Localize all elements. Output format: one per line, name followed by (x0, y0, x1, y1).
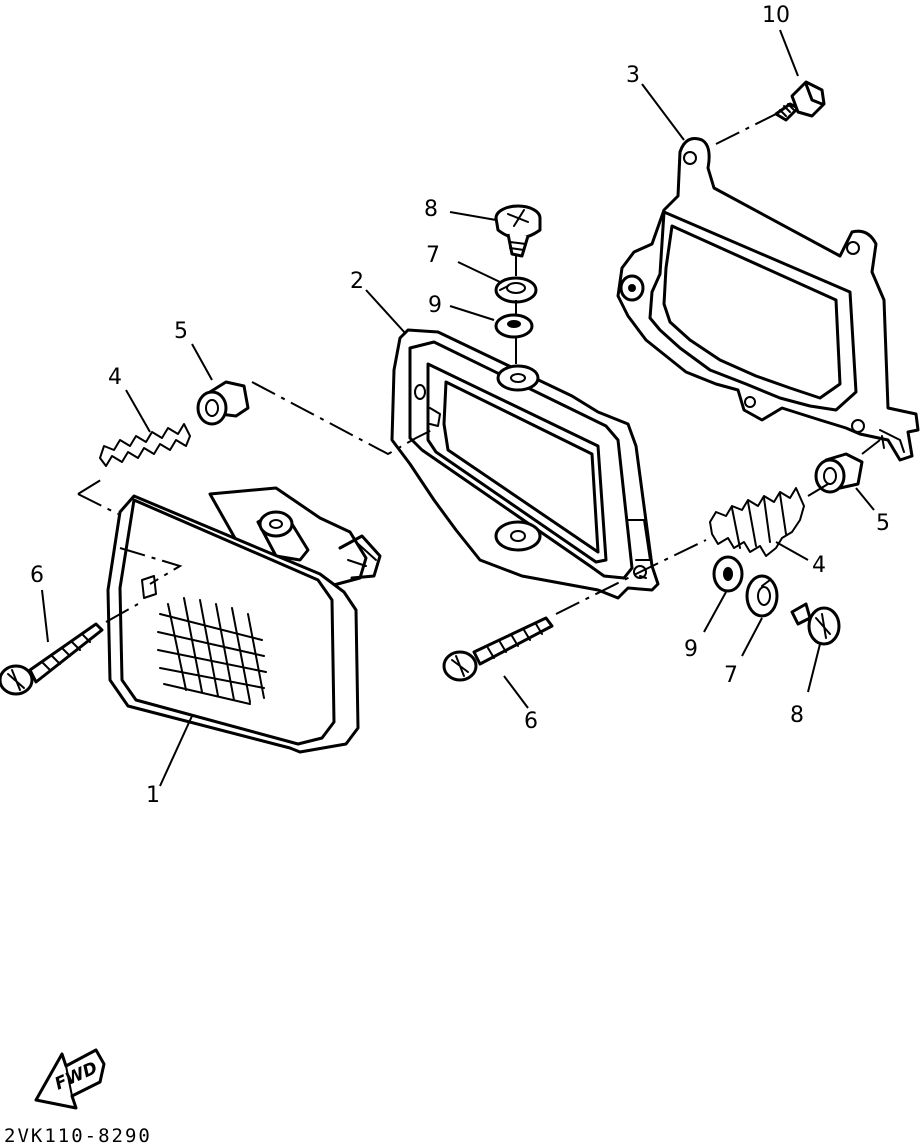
part-washer-bottom (712, 555, 744, 593)
callout-5-right: 5 (876, 511, 890, 536)
fwd-arrow-icon: FWD (34, 1048, 106, 1110)
part-lock-washer-bottom (745, 574, 779, 618)
part-long-bolt-right (442, 616, 554, 682)
part-bolt-10 (774, 80, 826, 122)
part-washer-top (494, 313, 534, 339)
part-spring-left (99, 423, 191, 467)
part-lock-washer-top (494, 276, 538, 304)
leader-lines (41, 29, 875, 787)
callout-8-bottom: 8 (790, 703, 804, 728)
callout-7-top: 7 (426, 243, 440, 268)
callout-7-bottom: 7 (724, 663, 738, 688)
callout-9-bottom: 9 (684, 637, 698, 662)
callout-4-right: 4 (812, 553, 826, 578)
part-frame (390, 328, 660, 600)
callout-1: 1 (146, 783, 160, 808)
part-long-bolt-left (0, 622, 104, 696)
part-grommet-right (814, 452, 864, 494)
callout-8-top: 8 (424, 197, 438, 222)
callout-2: 2 (350, 269, 364, 294)
assembly-lines (77, 113, 881, 623)
part-screw-bottom (790, 602, 841, 646)
callout-3: 3 (626, 63, 640, 88)
part-spring-right (709, 487, 805, 557)
part-headlight (106, 486, 382, 754)
callout-6-left: 6 (30, 563, 44, 588)
part-bracket (616, 137, 920, 462)
part-grommet-left (196, 380, 250, 426)
callout-9-top: 9 (428, 293, 442, 318)
diagram-code: 2VK110-8290 (4, 1125, 152, 1146)
part-screw-top (494, 204, 542, 258)
callout-10: 10 (762, 3, 790, 28)
callout-4-left: 4 (108, 365, 122, 390)
callout-5-left: 5 (174, 319, 188, 344)
callout-6-right: 6 (524, 709, 538, 734)
callout-labels: 1 2 3 4 4 5 5 6 6 7 7 8 8 9 9 10 (30, 3, 890, 808)
